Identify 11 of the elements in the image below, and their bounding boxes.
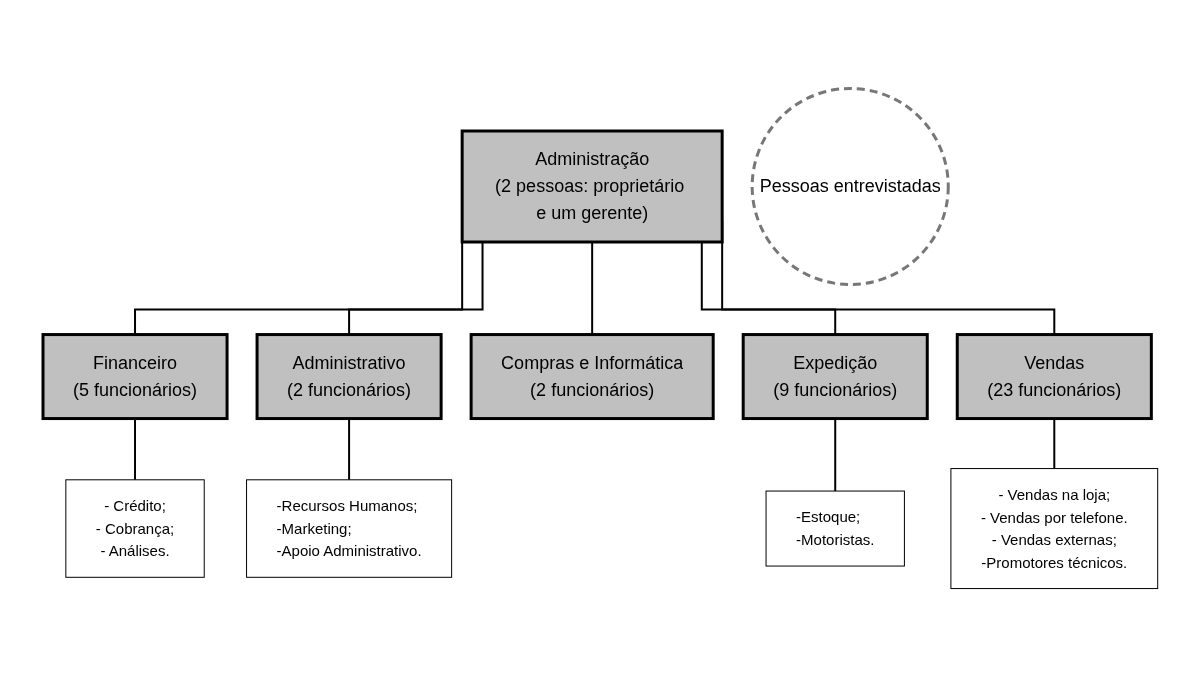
node-circle: Pessoas entrevistadas (750, 86, 950, 287)
node-box: Compras e Informática (2 funcionários) (469, 333, 715, 421)
node-box: -Recursos Humanos; -Marketing; -Apoio Administrativo. (245, 479, 452, 578)
node-box: Vendas (23 funcionários) (955, 333, 1153, 421)
node-box: Administração (2 pessoas: proprietário e um gerente) (460, 129, 724, 244)
node-box: -Estoque; -Motoristas. (765, 490, 905, 567)
node-box: Expedição (9 funcionários) (741, 333, 929, 421)
node-box: Administrativo (2 funcionários) (255, 333, 443, 421)
node-box: - Crédito; - Cobrança; - Análises. (65, 479, 205, 578)
node-box: - Vendas na loja; - Vendas por telefone. - Vendas externas; -Promotores técnicos. (950, 468, 1158, 590)
node-box: Financeiro (5 funcionários) (41, 333, 229, 421)
